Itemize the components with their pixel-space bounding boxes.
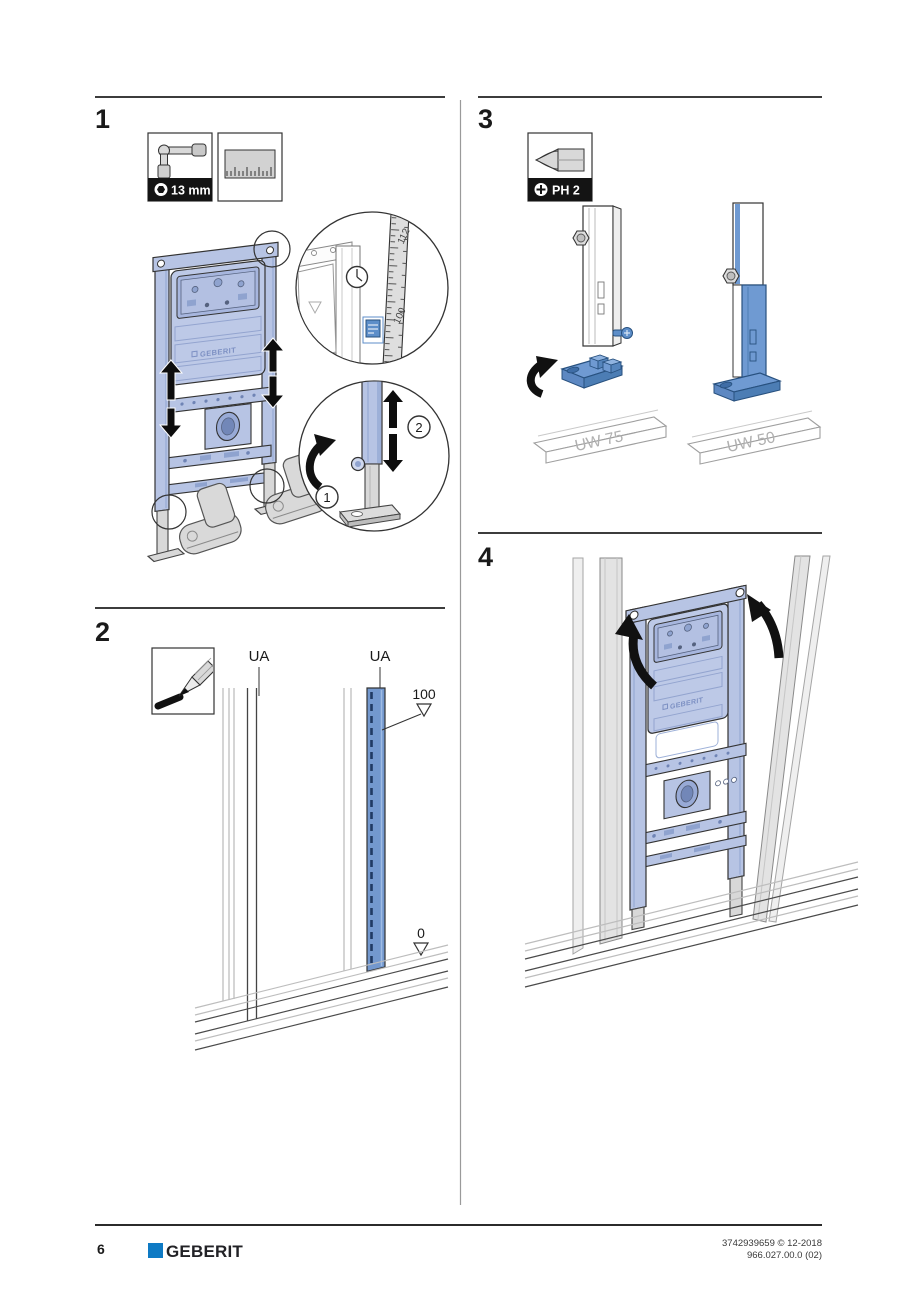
cistern4: GEBERIT — [647, 603, 729, 759]
attach-arrow-left — [628, 633, 658, 690]
cistern: GEBERIT — [170, 259, 266, 386]
step4-section: 4 — [478, 532, 859, 988]
foot-plate-mounted — [712, 372, 782, 402]
level-100-label: 100 — [412, 686, 436, 702]
arrow-down-right — [260, 375, 286, 409]
height-adjust-arrows — [158, 337, 286, 439]
frame4-top-rail — [625, 584, 747, 625]
step2-section: 2 UA UA — [95, 607, 449, 1051]
leg-with-mounted-foot — [712, 202, 782, 402]
callout-1-number: 1 — [323, 490, 330, 505]
fixing-screw — [612, 327, 633, 339]
doc-reference: 3742939659 © 12-2018 966.027.00.0 (02) — [722, 1238, 822, 1261]
page-footer: 6 GEBERIT 3742939659 © 12-2018 966.027.0… — [95, 1224, 822, 1261]
frame4-crossmembers — [645, 742, 747, 868]
ua-label-left: UA — [249, 648, 270, 665]
arrow-down-left — [158, 407, 184, 439]
step1-section: 1 13 mm — [95, 96, 450, 563]
arrow-up-left — [158, 359, 184, 401]
leg-with-loose-foot — [526, 205, 633, 398]
frame-top-rail — [152, 241, 279, 273]
attach-arrows — [615, 594, 784, 690]
arrow-up-right — [260, 337, 286, 373]
frame4-left-foot — [631, 906, 645, 931]
geberit-embossed-logo: GEBERIT — [200, 345, 236, 358]
callout-1 — [315, 485, 339, 509]
marked-ua-profile — [366, 687, 386, 973]
tool-socket-wrench-box: 13 mm — [147, 132, 213, 202]
boot-left — [178, 482, 242, 555]
step3-number: 3 — [478, 104, 493, 134]
doc-ref-line2: 966.027.00.0 (02) — [747, 1250, 822, 1261]
level-0-label: 0 — [417, 925, 425, 941]
foot-adjust-arrows — [383, 390, 403, 472]
highlight-circle-left-foot — [151, 494, 187, 530]
rail-uw50: UW 50 — [686, 410, 822, 465]
socket-wrench-icon — [157, 143, 207, 179]
tool-ruler-box — [217, 132, 283, 202]
page-number: 6 — [97, 1241, 105, 1257]
level-100-marker: 100 — [381, 686, 436, 731]
ua-label-right: UA — [370, 648, 391, 665]
floor-rails-4 — [524, 861, 859, 988]
pencil-icon — [154, 657, 213, 710]
doc-ref-line1: 3742939659 © 12-2018 — [722, 1238, 822, 1249]
geberit-logo-square4 — [662, 703, 668, 711]
leg-left — [582, 205, 614, 347]
frame-in-wall: GEBERIT — [625, 584, 747, 931]
step3-section: 3 PH 2 — [478, 96, 822, 465]
callout-2-number: 2 — [415, 420, 422, 435]
level-0-marker: 0 — [412, 925, 430, 957]
frame4-right-foot — [729, 875, 743, 918]
highlight-circle-right-foot — [249, 468, 285, 504]
tool-size-label: 13 mm — [171, 184, 211, 198]
foot-plate-loose — [560, 354, 624, 389]
fixing-hole-right — [735, 587, 745, 598]
metal-studs — [572, 555, 831, 955]
callout-2 — [407, 415, 431, 439]
tool-ph2-box: PH 2 — [527, 132, 593, 202]
stud-lines-left — [222, 688, 258, 1021]
geberit-logo-mark — [148, 1243, 163, 1258]
step1-number: 1 — [95, 104, 110, 134]
stud-lines-right — [343, 687, 386, 973]
tool-pencil-box — [151, 647, 215, 715]
detail-circle-tape: 112 100 — [295, 211, 449, 365]
ph2-label: PH 2 — [552, 184, 580, 198]
rail-uw75: UW 75 — [532, 409, 668, 464]
geberit-logo-square — [191, 350, 198, 358]
detail-circle-foot: 1 2 — [298, 380, 450, 532]
geberit-logo: GEBERIT — [148, 1242, 243, 1261]
ph2-bit-icon — [534, 148, 585, 172]
geberit-logo-text: GEBERIT — [166, 1242, 243, 1261]
frame-crossmembers — [168, 386, 272, 496]
frame4-right-rail — [727, 585, 745, 880]
leg-extension-blue — [741, 284, 767, 378]
ruler-icon — [224, 149, 276, 179]
highlight-circle-top-corner — [253, 230, 291, 268]
leg-lower — [364, 463, 380, 511]
step2-number: 2 — [95, 617, 110, 647]
step4-number: 4 — [478, 542, 493, 572]
floor-rails — [194, 944, 449, 1051]
